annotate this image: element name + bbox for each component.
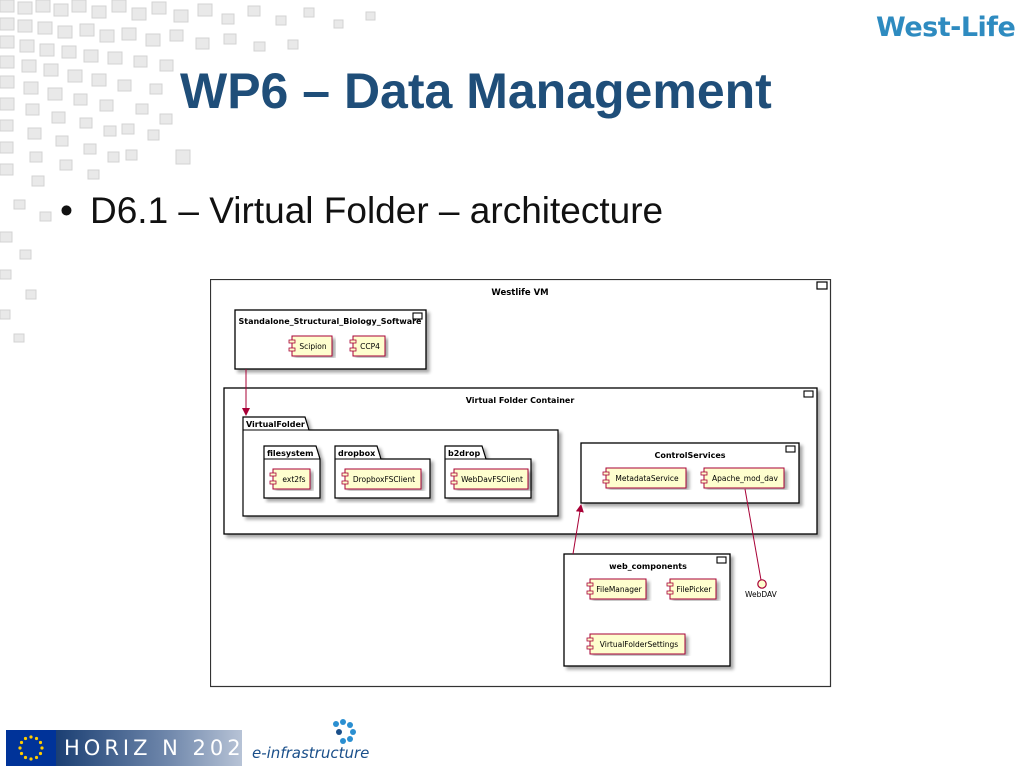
component-dropboxfsclient [344,468,422,490]
bullet-text: D6.1 – Virtual Folder – architecture [90,190,664,231]
eu-flag-icon [6,730,56,766]
component-ext2fs [272,468,311,490]
horizon-2020-logo: HORIZ N 2020 [56,730,258,766]
dropbox-label: dropbox [338,449,376,458]
b2drop-label: b2drop [448,449,480,458]
virtualfolder-label: VirtualFolder [246,420,305,429]
filemanager-label: FileManager [596,585,642,594]
component-metadataservice [605,467,687,489]
virtualfoldersettings-label: VirtualFolderSettings [600,640,679,649]
webdav-interface-icon [757,579,767,589]
ext2fs-label: ext2fs [282,475,305,484]
bullet-point: • D6.1 – Virtual Folder – architecture [60,190,663,232]
scipion-label: Scipion [299,342,326,351]
filesystem-label: filesystem [267,449,313,458]
component-scipion [291,335,333,357]
dropboxfsclient-label: DropboxFSClient [353,475,415,484]
controlservices-label: ControlServices [654,451,725,460]
e-infrastructure-mark-icon [333,719,356,744]
westlife-vm-label: Westlife VM [491,288,548,298]
web-components-label: web_components [609,562,687,571]
virtual-folder-container-label: Virtual Folder Container [466,396,575,405]
component-ccp4 [352,335,386,357]
apache-mod-dav-label: Apache_mod_dav [712,474,778,483]
decorative-tile-pattern [0,0,376,343]
west-life-logo: West-Life [876,12,1016,43]
webdav-label: WebDAV [745,590,778,599]
component-filepicker [669,578,717,600]
webdavfsclient-label: WebDavFSClient [461,475,523,484]
slide-title: WP6 – Data Management [180,63,772,119]
component-filemanager [589,578,647,600]
e-infrastructure-logo-text: e-infrastructure [252,744,370,762]
footer-logos: HORIZ N 2020 e-infrastructure [0,716,1024,768]
filepicker-label: FilePicker [677,585,713,594]
metadataservice-label: MetadataService [615,474,679,483]
ccp4-label: CCP4 [360,342,380,351]
component-virtualfoldersettings [589,633,686,655]
architecture-diagram: Westlife VM Standalone_Structural_Biolog… [210,279,832,688]
west-life-logo-text: West-Life [876,12,1016,43]
line-apache-to-webdav [744,488,762,581]
component-apache-mod-dav [703,467,785,489]
component-webdavfsclient [453,468,529,490]
bullet-icon: • [60,190,73,231]
standalone-software-label: Standalone_Structural_Biology_Software [239,317,423,326]
arrow-web-to-controlservices [572,504,584,555]
